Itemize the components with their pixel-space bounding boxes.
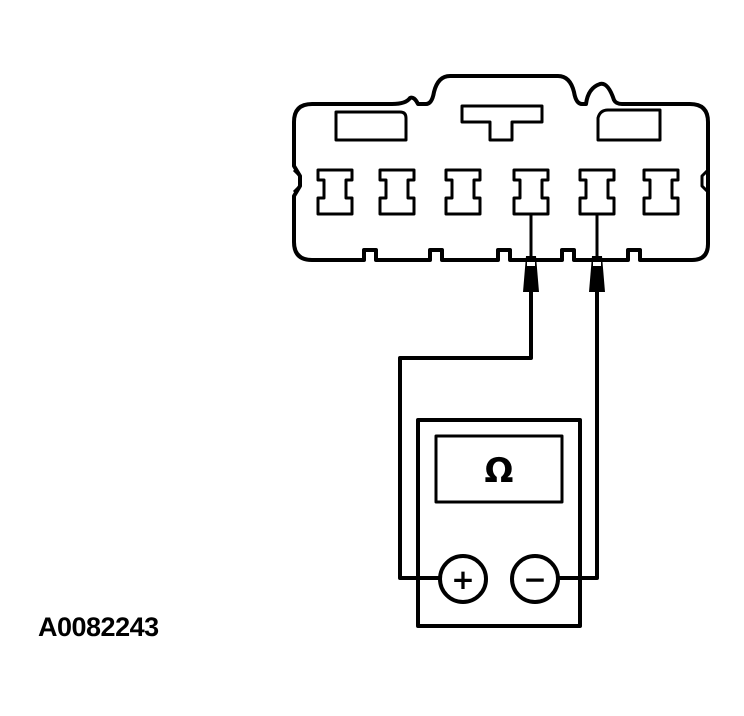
positive-probe-band [527,262,535,266]
figure-id-label: A0082243 [38,612,159,642]
negative-terminal-label: − [523,563,546,596]
multimeter-icon: Ω + − [416,418,582,628]
terminal-cavity-4 [512,168,550,216]
connector-icon [292,74,710,262]
left-latch-notch [292,168,302,194]
center-key [460,104,544,142]
terminal-cavity-3 [444,168,482,216]
negative-lead-wire [556,290,599,580]
positive-terminal [438,554,488,604]
connector-housing [292,74,710,262]
top-right-recess [596,108,662,142]
test-leads [398,290,599,580]
negative-terminal [510,554,560,604]
positive-lead-wire [398,290,533,580]
terminal-cavity-2 [378,168,416,216]
negative-probe-band [593,262,601,266]
top-left-recess [334,110,408,142]
multimeter-body [416,418,582,628]
terminal-cavity-6 [642,168,680,216]
right-latch-notch [700,168,710,194]
terminal-cavities [316,168,680,216]
probe-icon [523,214,605,292]
terminal-cavity-1 [316,168,354,216]
terminal-cavity-5 [578,168,616,216]
positive-terminal-label: + [451,563,474,596]
ohm-symbol: Ω [485,451,514,491]
multimeter-display [434,434,564,504]
